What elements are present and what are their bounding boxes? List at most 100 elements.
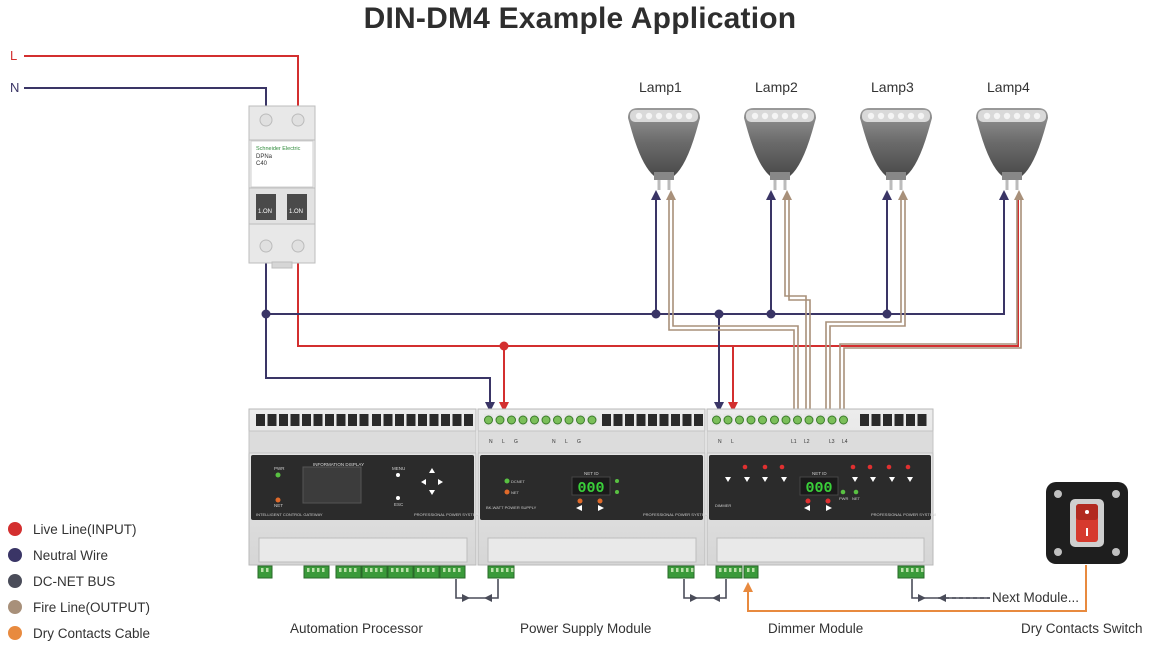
terminal-screw-head [712,415,721,425]
automation-net-label: NET [274,503,283,508]
dimmer-net-id-display: 000 [805,480,832,497]
lamp-1 [628,108,700,190]
dimmer-module [706,408,934,566]
terminal-letter: G [577,439,581,445]
terminal-screw-head [816,415,825,425]
automation-pwr-label: PWR [274,466,285,471]
terminal-letter: N [489,439,493,445]
terminal-screw [648,414,657,426]
terminal-screw [659,414,669,426]
terminal-screw-head [495,415,505,425]
psu-footer-right: PROFESSIONAL POWER SYSTEM [643,512,708,517]
terminal-screw-head [564,415,574,425]
lamps [628,108,1048,190]
live-wires [24,55,1019,410]
terminal-screw-head [518,415,528,425]
terminal-letter: N [552,439,556,445]
neutral-wire-label: N [10,80,20,95]
terminal-screw-head [781,415,791,425]
terminal-screw-head [530,415,539,425]
neutral-junctions [261,309,892,319]
terminal-screw [429,414,439,426]
terminal-screw [694,414,703,426]
terminal-letter: N [718,439,722,445]
terminal-screw-head [793,415,802,425]
terminal-screw [906,414,915,426]
legend-label-fire: Fire Line(OUTPUT) [33,599,151,615]
dry-contacts-switch[interactable] [1046,482,1128,564]
terminal-screw [441,414,450,426]
terminal-screw-head [758,415,767,425]
power-supply-module [477,408,706,566]
live-wire-label: L [10,48,18,63]
neutral-wires [24,87,1005,410]
terminal-screw [267,414,277,426]
lamp-label-3: Lamp3 [871,79,914,95]
breaker-switch-right: 1.ON [289,209,303,215]
automation-screen-title: INFORMATION DISPLAY [313,462,364,467]
terminal-screw [917,414,927,426]
fire-wires [668,196,1022,412]
legend-dot-dcnet [8,574,22,588]
terminal-screw [290,414,300,426]
lamp-label-2: Lamp2 [755,79,798,95]
terminal-letter: L1 [791,439,797,445]
terminal-letter: L [565,439,568,445]
terminal-screw [279,414,288,426]
terminal-screw-head [735,415,744,425]
automation-footer-right: PROFESSIONAL POWER SYSTEM [414,512,479,517]
automation-menu-label: MENU [392,466,405,471]
terminal-screw [464,414,473,426]
lamp-2 [744,108,816,190]
terminal-screw [671,414,680,426]
terminal-screw-head [839,415,848,425]
terminal-screw [894,414,904,426]
terminal-letter: L [502,439,505,445]
terminal-screw [313,414,323,426]
terminal-screw [682,414,692,426]
terminal-screw-head [587,415,597,425]
terminal-letter: L [731,439,734,445]
terminal-screw-head [827,415,837,425]
automation-footer-left: INTELLIGENT CONTROL GATEWAY [256,512,323,517]
terminal-screw-head [541,415,551,425]
lamp-4 [976,108,1048,190]
legend-item-neutral: Neutral Wire [8,542,248,568]
psu-dcnet-label: DCNET [511,479,525,484]
legend-label-dcnet: DC-NET BUS [33,573,116,589]
automation-esc-label: ESC [394,502,404,507]
terminal-screw-head [804,415,814,425]
terminal-screw [883,414,892,426]
lamp-label-1: Lamp1 [639,79,682,95]
terminal-screw [372,414,381,426]
legend-item-fire: Fire Line(OUTPUT) [8,594,248,620]
terminal-screw [625,414,634,426]
legend-label-neutral: Neutral Wire [33,547,109,563]
dry-contacts-arrow [743,582,753,592]
automation-processor-label: Automation Processor [290,621,423,636]
psu-net-id-title: NET ID [584,471,599,476]
terminal-screw [602,414,611,426]
dimmer-module-label: Dimmer Module [768,621,864,636]
terminal-screw [256,414,265,426]
breaker-brand: Schneider Electric [256,146,301,152]
din-rail-modules [248,408,934,566]
breaker-switch-left: 1.ON [258,209,272,215]
psu-description: BK-WATT POWER SUPPLY [486,505,537,510]
legend-dot-neutral [8,548,22,562]
terminal-screw-head [746,415,756,425]
power-supply-module-label: Power Supply Module [520,621,652,636]
dimmer-net-id-title: NET ID [812,471,827,476]
terminal-screw-head [507,415,516,425]
terminal-letter: L3 [829,439,835,445]
breaker-model: DPNa [256,154,273,160]
terminal-screw [406,414,416,426]
lamp-3 [860,108,932,190]
green-terminal-block [743,565,759,579]
terminal-screw [336,414,346,426]
terminal-screw [348,414,357,426]
green-terminal-block [257,565,273,579]
legend-item-dcnet: DC-NET BUS [8,568,248,594]
lamp-label-4: Lamp4 [987,79,1030,95]
